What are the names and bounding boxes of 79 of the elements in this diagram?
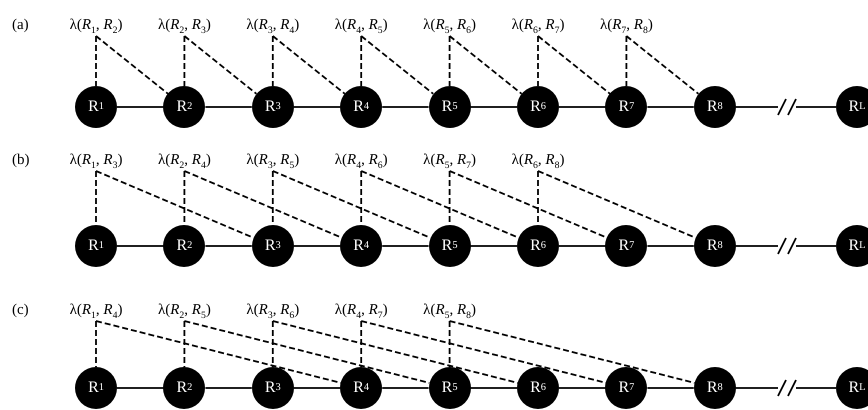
dashed-line: [272, 171, 274, 225]
formula-label: λ(R$_{2}$, R$_{3}$): [158, 16, 211, 40]
dashed-line: [272, 170, 431, 239]
connector-line: [117, 387, 164, 389]
dashed-line: [96, 170, 254, 239]
formula-label: λ(R$_{3}$, R$_{6}$): [246, 301, 300, 325]
connector-line: [470, 106, 517, 108]
dashed-line: [626, 36, 628, 86]
connector-line: [647, 245, 694, 247]
connector-line: [736, 387, 836, 389]
dashed-line: [537, 171, 539, 225]
dashed-line: [448, 36, 450, 86]
formula-label: λ(R$_{1}$, R$_{2}$): [70, 16, 122, 40]
connector-line: [117, 106, 164, 108]
dashed-line: [448, 321, 450, 367]
dashed-line: [626, 35, 699, 95]
formula-label: λ(R$_{5}$, R$_{7}$): [423, 151, 476, 175]
connector-line: [205, 106, 252, 108]
connector-line: [647, 106, 694, 108]
connector-line: [205, 387, 252, 389]
dashed-line: [184, 320, 430, 384]
dashed-line: [184, 171, 186, 225]
formula-label: λ(R$_{6}$, R$_{8}$): [512, 151, 564, 175]
formula-label: λ(R$_{4}$, R$_{7}$): [334, 301, 388, 325]
panel-label: (c): [12, 301, 29, 319]
connector-line: [382, 387, 429, 389]
connector-line: [294, 387, 340, 389]
formula-label: λ(R$_{4}$, R$_{6}$): [334, 151, 388, 175]
dashed-line: [95, 171, 97, 225]
panel-label: (b): [12, 151, 30, 169]
connector-line: [205, 245, 252, 247]
dashed-line: [272, 320, 518, 384]
dashed-line: [538, 170, 696, 239]
dashed-line: [360, 321, 362, 367]
dashed-line: [537, 35, 611, 95]
formula-label: λ(R$_{5}$, R$_{8}$): [423, 301, 476, 325]
formula-label: λ(R$_{4}$, R$_{5}$): [334, 16, 388, 40]
dashed-line: [272, 35, 346, 95]
dashed-line: [449, 35, 522, 95]
formula-label: λ(R$_{2}$, R$_{5}$): [158, 301, 211, 325]
panel-label: (a): [12, 16, 29, 34]
connector-line: [559, 245, 606, 247]
dashed-line: [95, 35, 169, 95]
dashed-line: [448, 171, 450, 225]
connector-line: [647, 387, 694, 389]
formula-label: λ(R$_{6}$, R$_{7}$): [512, 16, 564, 40]
formula-label: λ(R$_{5}$, R$_{6}$): [423, 16, 476, 40]
connector-line: [117, 245, 164, 247]
dashed-line: [95, 321, 97, 367]
dashed-line: [272, 321, 274, 367]
dashed-line: [95, 36, 97, 86]
formula-label: λ(R$_{3}$, R$_{4}$): [246, 16, 300, 40]
connector-line: [294, 245, 340, 247]
dashed-line: [360, 171, 362, 225]
connector-line: [470, 245, 517, 247]
dashed-line: [449, 320, 695, 384]
connector-line: [294, 106, 340, 108]
dashed-line: [184, 36, 186, 86]
connector-line: [382, 245, 429, 247]
formula-label: λ(R$_{2}$, R$_{4}$): [158, 151, 211, 175]
dashed-line: [537, 36, 539, 86]
connector-line: [736, 106, 836, 108]
dashed-line: [184, 321, 186, 367]
formula-label: λ(R$_{3}$, R$_{5}$): [246, 151, 300, 175]
dashed-line: [360, 36, 362, 86]
connector-line: [382, 106, 429, 108]
dashed-line: [96, 320, 342, 384]
formula-label: λ(R$_{1}$, R$_{3}$): [70, 151, 122, 175]
dashed-line: [272, 36, 274, 86]
connector-line: [559, 106, 606, 108]
connector-line: [559, 387, 606, 389]
dashed-line: [449, 170, 608, 239]
dashed-line: [184, 35, 257, 95]
dashed-line: [360, 35, 434, 95]
dashed-line: [184, 170, 342, 239]
formula-label: λ(R$_{7}$, R$_{8}$): [600, 16, 653, 40]
connector-line: [736, 245, 836, 247]
formula-label: λ(R$_{1}$, R$_{4}$): [70, 301, 122, 325]
connector-line: [470, 387, 517, 389]
